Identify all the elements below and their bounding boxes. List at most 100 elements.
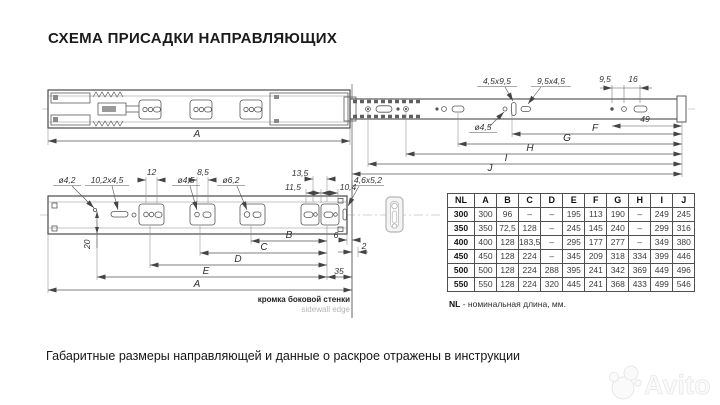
table-cell: – <box>540 207 564 222</box>
column-header: B <box>496 193 519 208</box>
table-cell: – <box>517 207 542 222</box>
table-cell: 349 <box>650 235 674 250</box>
dim-label-e: E <box>203 266 210 277</box>
row-header: 400 <box>447 235 475 250</box>
dim-label-d: D <box>234 254 241 265</box>
inner-rail-drawing <box>349 95 687 123</box>
column-header: J <box>672 193 696 208</box>
footer-note: Габаритные размеры направляющей и данные… <box>46 349 521 363</box>
dim-label-104: 10,4 <box>340 182 357 192</box>
dim-label-35: 35 <box>334 266 344 276</box>
table-cell: 546 <box>672 277 696 292</box>
side-view-callouts: ø4,2 10,2x4,5 12 ø4,5 8,5 ø6,2 <box>53 167 384 211</box>
sidewall-edge-label-en: sidewall edge <box>302 305 351 314</box>
table-cell: 113 <box>584 207 608 222</box>
table-cell: – <box>540 249 564 264</box>
cabinet-rail-drawing <box>47 195 348 235</box>
table-cell: 177 <box>584 235 608 250</box>
dim-label-a-side: A <box>193 279 201 290</box>
table-cell: 128 <box>496 235 519 250</box>
column-header: F <box>584 193 608 208</box>
table-cell: 224 <box>517 277 542 292</box>
table-cell: – <box>540 221 564 236</box>
table-cell: 96 <box>496 207 519 222</box>
table-cell: 316 <box>672 221 696 236</box>
table-cell: 320 <box>540 277 564 292</box>
column-header: D <box>540 193 564 208</box>
table-cell: 496 <box>672 263 696 278</box>
dim-label-hole-45: ø4,5 <box>474 122 491 132</box>
dim-label-6: 6 <box>334 230 339 240</box>
table-cell: 209 <box>584 249 608 264</box>
side-view-dimensions: 20 6 2 B C D E 35 A <box>47 211 368 293</box>
table-cell: 400 <box>474 235 497 250</box>
dim-label-slot-v: 4,5x9,5 <box>483 76 511 86</box>
dim-label-45: ø4,5 <box>177 175 194 185</box>
dim-label-slot-h: 9,5x4,5 <box>537 76 565 86</box>
table-cell: 445 <box>562 277 586 292</box>
column-header: A <box>474 193 497 208</box>
dim-label-b: B <box>286 230 293 241</box>
table-cell: 240 <box>606 221 630 236</box>
dim-label-j: J <box>487 163 494 174</box>
table-note-term: NL <box>449 299 461 309</box>
table-cell: 190 <box>606 207 630 222</box>
dim-label-a-top: A <box>193 129 201 140</box>
table-cell: 318 <box>606 249 630 264</box>
table-cell: 183,5 <box>517 235 542 250</box>
table-cell: 380 <box>672 235 696 250</box>
table-cell: 500 <box>474 263 497 278</box>
table-cell: 350 <box>474 221 497 236</box>
table-cell: – <box>540 235 564 250</box>
dim-label-85: 8,5 <box>197 167 209 177</box>
dim-label-slot1: 10,2x4,5 <box>91 175 124 185</box>
table-cell: 245 <box>562 221 586 236</box>
table-cell: 128 <box>517 221 542 236</box>
column-header: H <box>628 193 652 208</box>
dim-label-135: 13,5 <box>292 168 309 178</box>
table-cell: 395 <box>562 263 586 278</box>
row-header: 500 <box>447 263 475 278</box>
table-note-text: - номинальная длина, мм. <box>462 299 566 309</box>
dim-label-c: C <box>260 242 268 253</box>
table-cell: 241 <box>584 263 608 278</box>
dim-label-f: F <box>592 123 599 134</box>
top-view-dimensions: A F G H I J <box>47 112 683 177</box>
table-cell: 295 <box>562 235 586 250</box>
page-title: СХЕМА ПРИСАДКИ НАПРАВЛЯЮЩИХ <box>48 30 338 47</box>
avito-logo-icon <box>608 365 642 400</box>
table-cell: 245 <box>672 207 696 222</box>
table-cell: 128 <box>496 277 519 292</box>
table-cell: 433 <box>628 277 652 292</box>
column-header: NL <box>447 193 475 208</box>
table-cell: 345 <box>562 249 586 264</box>
table-cell: 368 <box>606 277 630 292</box>
table-cell: – <box>628 207 652 222</box>
row-header: 350 <box>447 221 475 236</box>
table-cell: 195 <box>562 207 586 222</box>
dim-label-g: G <box>563 133 571 144</box>
column-header: I <box>650 193 674 208</box>
slide-front-view <box>385 196 404 233</box>
table-cell: 128 <box>496 263 519 278</box>
table-cell: 224 <box>517 263 542 278</box>
table-cell: 342 <box>606 263 630 278</box>
table-cell: 72,5 <box>496 221 519 236</box>
table-cell: 449 <box>650 263 674 278</box>
table-cell: 300 <box>474 207 497 222</box>
table-cell: 399 <box>650 249 674 264</box>
dim-label-16: 16 <box>628 74 638 84</box>
table-cell: – <box>628 235 652 250</box>
side-view-drawing: ø4,2 10,2x4,5 12 ø4,5 8,5 ø6,2 <box>40 167 440 318</box>
table-cell: 550 <box>474 277 497 292</box>
top-view-drawing: 4,5x9,5 9,5x4,5 9,5 16 49 ø4,5 <box>42 74 695 318</box>
outer-rail-drawing <box>47 89 357 129</box>
table-cell: 128 <box>496 249 519 264</box>
dim-label-slot2: 4,6x5,2 <box>354 175 382 185</box>
